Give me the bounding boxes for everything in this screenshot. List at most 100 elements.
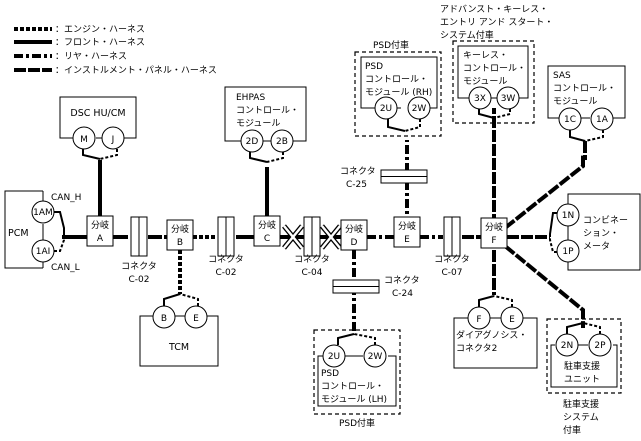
diag-module: ダイアグノシス・ コネクタ2 F E [453, 295, 538, 369]
psd-lh-pin-2u-label: 2U [328, 352, 340, 362]
psd-lh-box [317, 355, 397, 407]
branch-label: 分岐 [345, 223, 363, 235]
connector-label: コネクタ [294, 254, 330, 265]
branch-label: 分岐 [485, 221, 503, 233]
pcm-label: PCM [8, 228, 29, 239]
diag-box [453, 317, 538, 369]
legend-label-engine: ：エンジン・ハーネス [55, 24, 145, 35]
pcm-pin-1am-label: 1AM [33, 208, 53, 218]
parking-pin-2n-label: 2N [561, 341, 573, 351]
sas-box [547, 65, 626, 119]
pcm-pin-wire [54, 211, 65, 237]
psd-lh-line-2: コントロール・ [321, 382, 384, 392]
legend-label-instrument: ：インストルメント・パネル・ハーネス [55, 65, 217, 76]
diag-line-1: ダイアグノシス・ [456, 329, 527, 341]
parking-pin-wire [566, 322, 584, 334]
diag-pin-wire [478, 295, 495, 307]
parking-line-2: ユニット [564, 375, 600, 385]
diag-pin-f-label: F [476, 315, 481, 325]
connector-id: C-25 [346, 180, 367, 190]
psd-rh-module: PSD付車 PSD コントロール・ モジュール (RH) 2U 2W [354, 39, 442, 137]
can-l-label: CAN_L [51, 263, 80, 273]
connector-c04: コネクタ C-04 [282, 216, 342, 278]
branch-id: A [97, 234, 104, 244]
meter-pin-1p-label: 1P [562, 247, 574, 257]
connector-c07: コネクタ C-07 [434, 216, 470, 278]
keyless-option-frame [452, 40, 535, 124]
keyless-pin-wire [493, 109, 511, 119]
sas-line-2: コントロール・ [553, 84, 616, 94]
parking-module: 2N 2P 駐車支援 ユニット 駐車支援 システム 付車 [546, 318, 622, 436]
tcm-pin-wire [179, 293, 199, 306]
connector-label: コネクタ [208, 254, 244, 265]
ehpas-pin-wire [249, 152, 268, 163]
ehpas-line-2: コントロール・ [236, 106, 299, 116]
branch-id: C [264, 234, 270, 244]
connector-c02-a: コネクタ C-02 [121, 216, 157, 285]
sas-pin-1a-label: 1A [596, 115, 609, 125]
branch-a: 分岐 A [86, 215, 114, 247]
pcm-module: PCM 1AM 1AI CAN_H CAN_L [4, 190, 81, 273]
branch-label: 分岐 [398, 220, 416, 232]
connector-id: C-02 [216, 268, 237, 278]
branch-c: 分岐 C [253, 215, 281, 247]
psd-rh-line-1: PSD [365, 62, 383, 72]
branch-label: 分岐 [171, 223, 189, 235]
branch-label: 分岐 [258, 219, 276, 231]
psd-rh-box [360, 56, 438, 109]
branch-b: 分岐 B [166, 219, 194, 251]
dsc-label: DSC HU/CM [70, 108, 125, 119]
tcm-box [139, 315, 219, 367]
dsc-pin-m-label: M [80, 135, 88, 145]
branch-label: 分岐 [91, 219, 109, 231]
keyless-option-line-3: システム付車 [440, 29, 494, 41]
psd-lh-pin-wire [353, 333, 376, 345]
psd-rh-pin-2u [374, 96, 398, 120]
legend-label-front: ：フロント・ハーネス [55, 37, 145, 48]
meter-box [567, 193, 641, 271]
ehpas-module: EHPAS コントロール・ モジュール 2D 2B [224, 86, 307, 163]
parking-option-line-2: システム [563, 412, 599, 423]
psd-rh-pin-2w-label: 2W [412, 104, 427, 114]
meter-pin-wire [549, 212, 557, 237]
keyless-option-line-2: エントリ アンド スタート・ [440, 17, 553, 28]
connector-id: C-24 [392, 289, 413, 299]
psd-lh-option-frame [313, 329, 401, 415]
psd-rh-pin-2u-label: 2U [380, 104, 392, 114]
ehpas-pin-2d [240, 129, 264, 153]
sas-module: SAS コントロール・ モジュール 1C 1A [547, 65, 626, 160]
keyless-pin-wire [478, 109, 495, 119]
tcm-label: TCM [168, 342, 189, 353]
pcm-pin-wire [54, 237, 65, 252]
connector-c24: コネクタ C-24 [332, 275, 420, 299]
psd-lh-pin-wire [337, 333, 355, 345]
legend: ：エンジン・ハーネス ：フロント・ハーネス ：リヤ・ハーネス ：インストルメント… [14, 24, 217, 76]
tcm-module: TCM B E [139, 293, 219, 367]
connector-label: コネクタ [434, 254, 470, 265]
branch-box [480, 217, 508, 249]
parking-option-line-3: 付車 [563, 424, 581, 436]
keyless-pin-3w-label: 3W [501, 94, 516, 104]
meter-pin-wire [549, 237, 557, 253]
diag-line-2: コネクタ2 [456, 343, 497, 354]
keyless-pin-3w [496, 86, 520, 110]
psd-lh-pin-2u [322, 344, 346, 368]
parking-pin-2p-label: 2P [594, 341, 606, 351]
diag-pin-wire [493, 295, 513, 307]
dsc-box [59, 96, 137, 139]
keyless-pin-3x-label: 3X [474, 94, 486, 104]
cross-mark-right [320, 224, 342, 250]
ehpas-box [224, 86, 307, 142]
psd-rh-pin-wire [404, 119, 421, 132]
tcm-pin-wire [163, 293, 181, 306]
branch-d: 分岐 D [340, 219, 368, 251]
branch-id: D [351, 238, 358, 248]
psd-rh-line-2: コントロール・ [365, 75, 428, 85]
psd-lh-line-1: PSD [321, 369, 339, 379]
ehpas-line-1: EHPAS [236, 93, 265, 103]
cross-mark-left [282, 224, 304, 250]
psd-rh-option-label: PSD付車 [373, 39, 409, 51]
parking-line-1: 駐車支援 [564, 360, 600, 372]
parking-option-line-1: 駐車支援 [563, 398, 599, 410]
branch-box [340, 219, 368, 251]
